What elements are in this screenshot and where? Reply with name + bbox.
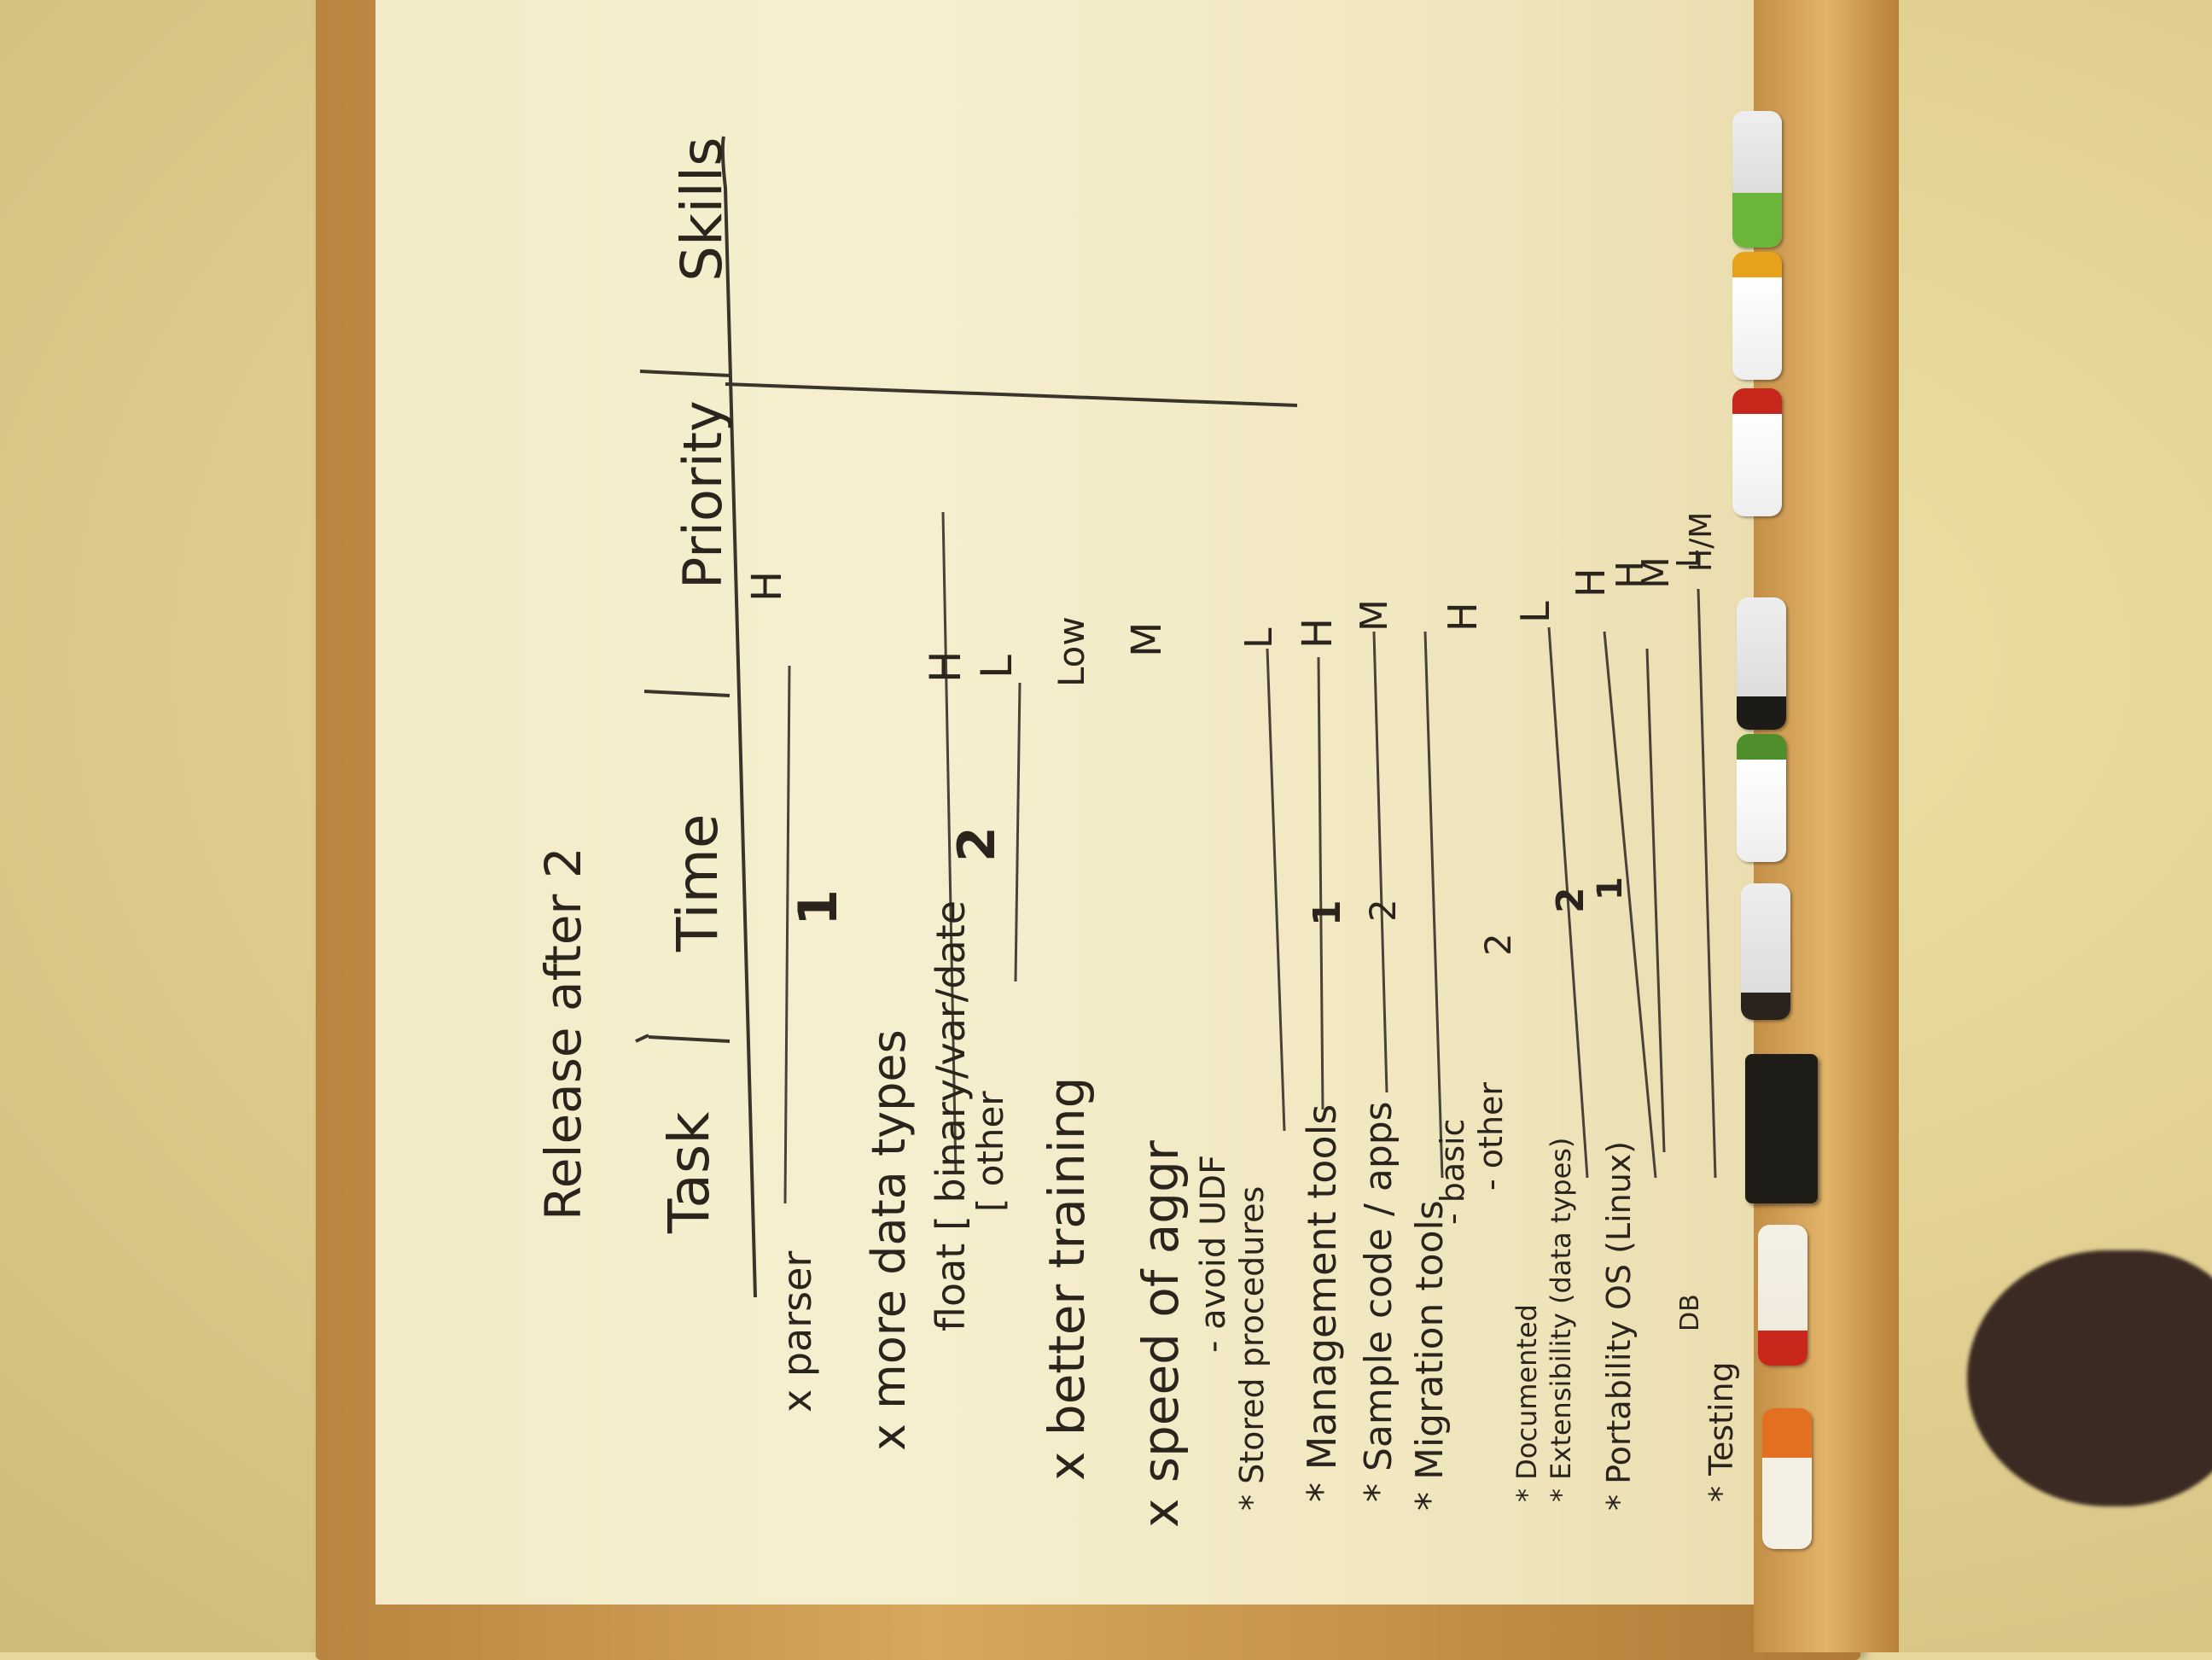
black-marker[interactable] (1737, 597, 1786, 730)
priority-portability-2: L (1671, 550, 1706, 568)
table-grid-lines (635, 136, 1298, 1298)
priority-migration-tools-2: L (1512, 601, 1558, 623)
header-skills: Skills (669, 137, 735, 282)
priority-portability: M (1634, 556, 1678, 589)
priority-data-types: H (921, 650, 970, 683)
task-parser: x parser (774, 1251, 820, 1412)
orange-marker[interactable] (1762, 1408, 1812, 1549)
priority-extensibility: H (1609, 561, 1652, 589)
yellow-marker[interactable] (1732, 252, 1782, 380)
time-management-tools: 1 (1306, 900, 1349, 926)
time-parser: 1 (787, 889, 849, 926)
time-data-types: 2 (947, 826, 1007, 862)
task-stored-procedures: * Stored procedures (1233, 1186, 1271, 1511)
priority-management-tools: H (1294, 618, 1342, 649)
green-marker[interactable] (1732, 111, 1782, 248)
task-training: x better training (1038, 1077, 1096, 1481)
task-data-types-sub2: [ other (969, 1091, 1011, 1212)
task-portability: * Portability OS (Linux) (1600, 1141, 1638, 1511)
time-migration-tools: 2 (1477, 933, 1519, 956)
priority-sample-code: M (1353, 599, 1396, 632)
task-management-tools: * Management tools (1299, 1104, 1345, 1502)
task-rows: x parser 1 H x more data types float [ b… (743, 512, 1740, 1528)
column-headers: Release after 2 Task Time Priority Skill… (534, 137, 735, 1234)
priority-data-types-2: L (972, 655, 1022, 679)
priority-training: Low (1051, 616, 1092, 687)
time-documented: 2 (1549, 887, 1592, 913)
time-sample-code: 2 (1362, 899, 1404, 922)
row-lines (783, 511, 1717, 1204)
green-marker[interactable] (1737, 734, 1786, 862)
priority-stored-procedures: L (1237, 627, 1281, 649)
priority-testing: H/M (1684, 512, 1719, 572)
whiteboard-surface (375, 0, 1826, 1605)
eraser[interactable] (1745, 1054, 1818, 1203)
task-sample-code: * Sample code / apps (1357, 1101, 1400, 1502)
black-marker[interactable] (1741, 883, 1790, 1020)
header-task: Task (656, 1111, 722, 1234)
task-migration-tools-sub: - basic (1434, 1119, 1471, 1225)
red-marker[interactable] (1732, 388, 1782, 516)
task-migration-tools: * Migration tools (1408, 1200, 1452, 1511)
task-testing: * Testing (1703, 1361, 1740, 1502)
task-extensibility: * Extensibility (data types) (1545, 1138, 1577, 1502)
time-extensibility: 1 (1591, 877, 1630, 900)
task-speed-aggr-sub: - avoid UDF (1194, 1155, 1233, 1353)
task-speed-aggr: x speed of aggr (1132, 1140, 1190, 1528)
priority-migration-tools: H (1440, 602, 1486, 632)
board-title: Release after 2 (534, 847, 592, 1220)
header-time: Time (665, 813, 731, 952)
priority-documented: H (1568, 568, 1614, 597)
task-migration-tools-sub2: - other (1472, 1082, 1510, 1191)
priority-parser: H (743, 571, 791, 602)
priority-speed-aggr: M (1123, 622, 1171, 657)
task-data-types-sub: float [ binary/var/date (928, 900, 974, 1331)
header-priority: Priority (672, 400, 734, 589)
task-data-types: x more data types (862, 1029, 916, 1451)
task-documented: * Documented (1511, 1304, 1543, 1502)
shadow (1967, 1250, 2212, 1506)
task-portability-sub: DB (1675, 1294, 1705, 1331)
red-marker[interactable] (1758, 1225, 1807, 1366)
